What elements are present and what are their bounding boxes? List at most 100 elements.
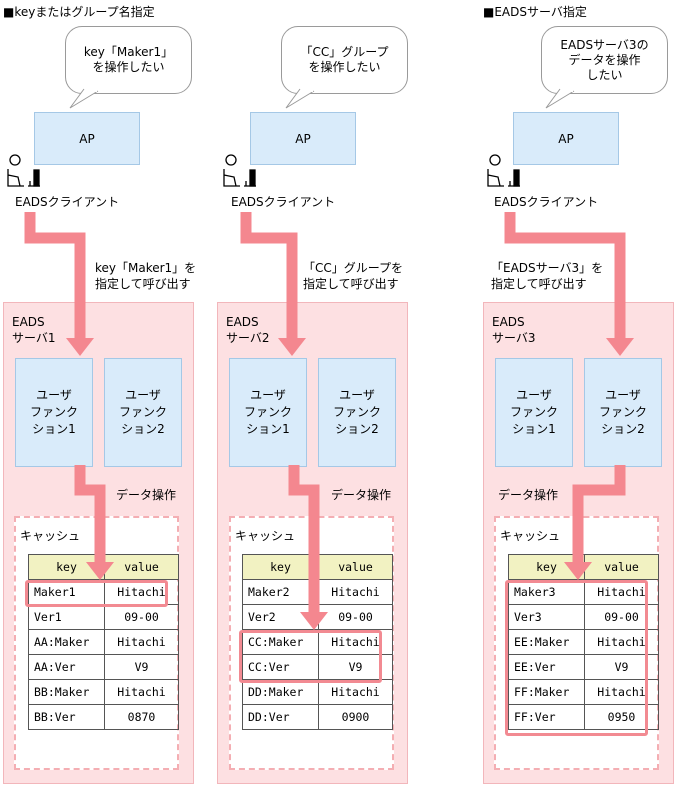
heading-server: ■EADSサーバ指定 <box>483 5 587 19</box>
user-function-1: ユーザ ファンク ション1 <box>495 358 573 467</box>
user-function-2: ユーザ ファンク ション2 <box>318 358 396 467</box>
call-line: 指定して呼び出す <box>491 277 587 291</box>
ap-box: AP <box>250 112 356 165</box>
data-operation-label: データ操作 <box>498 488 559 502</box>
bubble-line: 「CC」グループ <box>300 45 389 59</box>
key-cell: Ver1 <box>28 604 105 630</box>
value-cell: 0900 <box>318 704 393 730</box>
arrowhead <box>86 562 114 580</box>
table-header-row: key value <box>28 554 179 580</box>
function-line: ション1 <box>512 422 556 436</box>
person-icon <box>7 154 40 187</box>
key-cell: BB:Ver <box>28 704 105 730</box>
call-line: 指定して呼び出す <box>303 277 399 291</box>
arrowhead <box>278 338 306 356</box>
user-function-1: ユーザ ファンク ション1 <box>15 358 93 467</box>
client-label: EADSクライアント <box>231 195 336 209</box>
key-cell: AA:Maker <box>28 629 105 655</box>
value-cell: Hitachi <box>318 579 393 605</box>
bubble-tails <box>69 88 575 109</box>
data-operation-label: データ操作 <box>116 488 177 502</box>
bubble-tail <box>545 88 575 109</box>
function-line: ファンク <box>332 405 381 419</box>
arrowhead <box>564 562 592 580</box>
operation-arrow <box>74 465 106 564</box>
function-line: ション2 <box>601 422 645 436</box>
speech-bubble: EADSサーバ3の データを操作 したい <box>541 26 668 94</box>
cache-label: キャッシュ <box>20 529 81 543</box>
function-line: ション1 <box>246 422 290 436</box>
bubble-line: データを操作 <box>568 52 641 67</box>
server-name: EADS サーバ3 <box>492 314 536 346</box>
function-line: ファンク <box>118 405 167 419</box>
server-name-line: サーバ2 <box>226 331 270 345</box>
arrowhead <box>66 338 94 356</box>
key-cell: CC:Ver <box>242 654 319 680</box>
column-header-key: key <box>242 554 319 580</box>
call-line: key「Maker1」を <box>95 261 197 275</box>
server-name-line: EADS <box>12 315 45 329</box>
column-header-value: value <box>104 554 179 580</box>
call-arrow <box>24 212 86 340</box>
call-arrows <box>24 212 626 340</box>
function-line: ユーザ <box>36 388 72 402</box>
bubble-tail <box>285 88 315 109</box>
call-arrow <box>240 212 298 340</box>
server-name-line: サーバ3 <box>492 331 536 345</box>
value-cell: Hitachi <box>104 679 179 705</box>
function-line: ション1 <box>32 422 76 436</box>
server-name: EADS サーバ2 <box>226 314 270 346</box>
function-line: ユーザ <box>125 388 161 402</box>
call-line: 「CC」グループを <box>303 261 404 275</box>
user-function-2: ユーザ ファンク ション2 <box>584 358 662 467</box>
user-function-2: ユーザ ファンク ション2 <box>104 358 182 467</box>
bubble-line: を操作したい <box>92 60 165 74</box>
highlight-target-rows <box>25 580 168 607</box>
key-cell: FF:Ver <box>508 704 585 730</box>
function-line: ション2 <box>335 422 379 436</box>
key-cell: DD:Maker <box>242 679 319 705</box>
function-line: ユーザ <box>605 388 641 402</box>
server-name: EADS サーバ1 <box>12 314 56 346</box>
operation-arrow <box>288 465 320 614</box>
arrowhead <box>606 338 634 356</box>
value-cell: 09-00 <box>318 604 393 630</box>
arrowhead <box>300 612 328 630</box>
cache-label: キャッシュ <box>500 529 561 543</box>
table-header-row: key value <box>242 554 393 580</box>
call-arrowheads <box>66 338 634 356</box>
bubble-line: EADSサーバ3の <box>560 37 649 52</box>
key-cell: Maker3 <box>508 579 585 605</box>
call-label: key「Maker1」を 指定して呼び出す <box>95 260 196 292</box>
value-cell: Hitachi <box>104 629 179 655</box>
call-label: 「CC」グループを 指定して呼び出す <box>303 260 403 292</box>
heading-key-or-group: ■keyまたはグループ名指定 <box>3 5 155 19</box>
function-line: ファンク <box>598 405 647 419</box>
client-label: EADSクライアント <box>15 195 120 209</box>
person-icon <box>487 154 520 187</box>
person-icon <box>223 154 256 187</box>
function-line: ファンク <box>29 405 78 419</box>
bubble-line: したい <box>586 67 623 82</box>
key-cell: DD:Ver <box>242 704 319 730</box>
data-operation-label: データ操作 <box>331 488 392 502</box>
bubble-tail <box>69 88 99 109</box>
speech-bubble: 「CC」グループ を操作したい <box>281 26 408 94</box>
highlight-target-rows <box>505 580 648 736</box>
column-header-value: value <box>584 554 659 580</box>
server-name-line: EADS <box>492 315 525 329</box>
column-header-key: key <box>28 554 105 580</box>
